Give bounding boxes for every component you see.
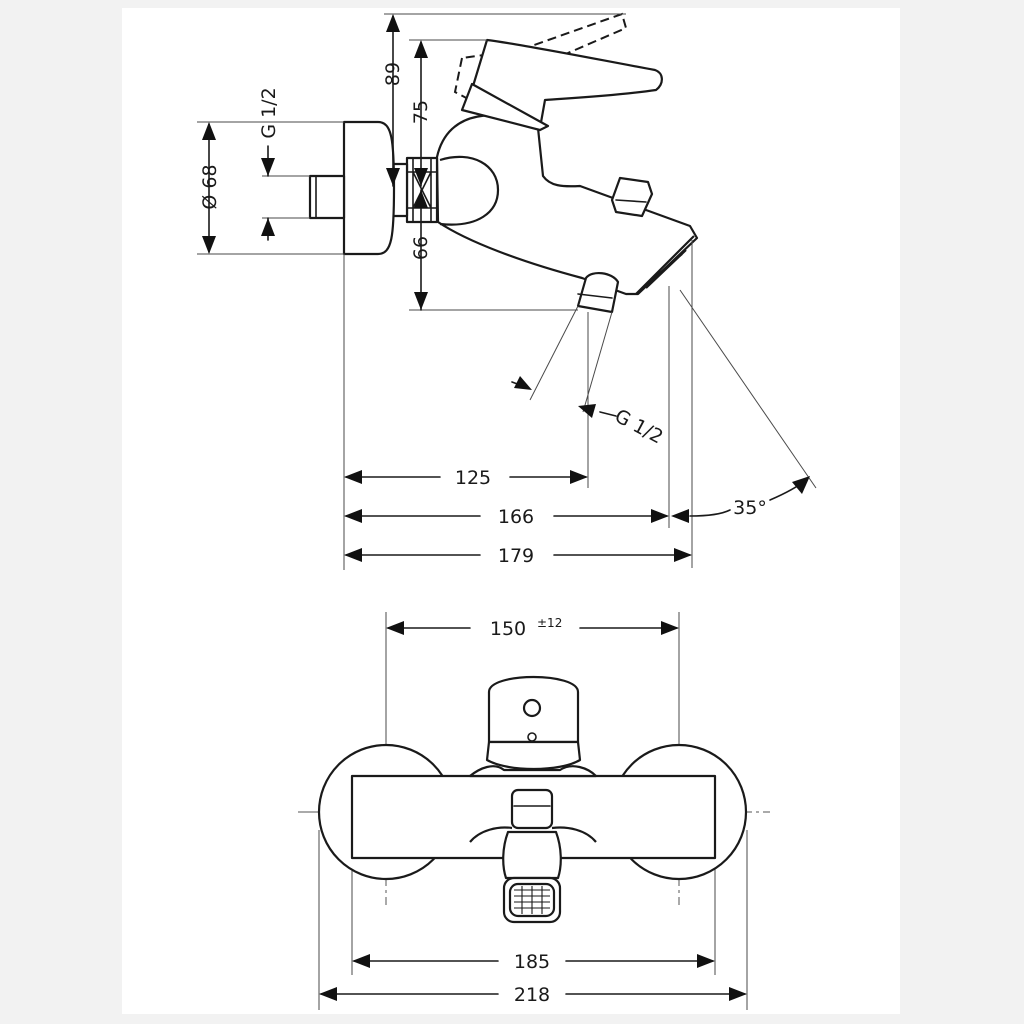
shower-outlet xyxy=(576,272,620,314)
side-view: 89 75 66 Ø 68 G 1/2 G 1/2 125 166 179 35… xyxy=(197,12,817,570)
dim-height-total xyxy=(386,14,400,187)
label-inlet-thread: G 1/2 xyxy=(258,87,280,138)
label-body-width: 185 xyxy=(514,951,550,973)
label-rosette-diameter: Ø 68 xyxy=(199,164,221,209)
dim-projection-total xyxy=(344,548,692,562)
label-projection-total: 179 xyxy=(498,545,534,567)
body-sphere xyxy=(439,155,500,226)
side-extension-lines xyxy=(197,13,817,570)
label-center-tolerance: ±12 xyxy=(537,616,562,630)
label-projection-outlet: 125 xyxy=(455,467,491,489)
dim-height-lever xyxy=(414,40,428,187)
dim-projection-spout-front xyxy=(344,509,669,523)
dim-spout-angle xyxy=(671,476,810,523)
label-projection-spout-front: 166 xyxy=(498,506,534,528)
dim-overall-width xyxy=(319,987,747,1001)
dim-outlet-thread xyxy=(511,376,617,418)
cartridge-shoulders xyxy=(468,765,598,778)
label-height-spout: 66 xyxy=(410,236,432,260)
lever-hole-large xyxy=(522,698,542,718)
dim-body-width xyxy=(352,954,715,968)
lever-base xyxy=(460,82,550,132)
dim-height-spout xyxy=(414,189,428,311)
label-spout-angle: 35° xyxy=(733,497,767,519)
label-outlet-thread: G 1/2 xyxy=(611,405,667,449)
label-height-lever: 75 xyxy=(410,100,432,124)
spout-front xyxy=(502,830,562,880)
spout-body xyxy=(435,114,699,296)
body-wings xyxy=(469,826,597,843)
aerator-mesh xyxy=(514,886,550,914)
dim-inlet-thread xyxy=(261,145,275,241)
lever-raised-outline xyxy=(453,12,628,102)
dim-center-distance xyxy=(386,621,679,635)
diverter-knob-front xyxy=(510,788,554,830)
dim-rosette-diameter xyxy=(202,122,216,254)
spout-aerator xyxy=(635,235,695,295)
label-center-distance: 150 xyxy=(490,618,526,640)
lever-hole-small xyxy=(527,732,537,742)
diverter-knob xyxy=(610,176,654,218)
s-union-connector xyxy=(308,174,346,220)
label-overall-width: 218 xyxy=(514,984,550,1006)
wall-rosette xyxy=(342,120,396,256)
front-view: 150 ±12 185 218 xyxy=(298,612,770,1010)
lever-collar xyxy=(485,740,582,771)
dim-projection-outlet xyxy=(344,470,588,484)
label-height-total: 89 xyxy=(382,62,404,86)
